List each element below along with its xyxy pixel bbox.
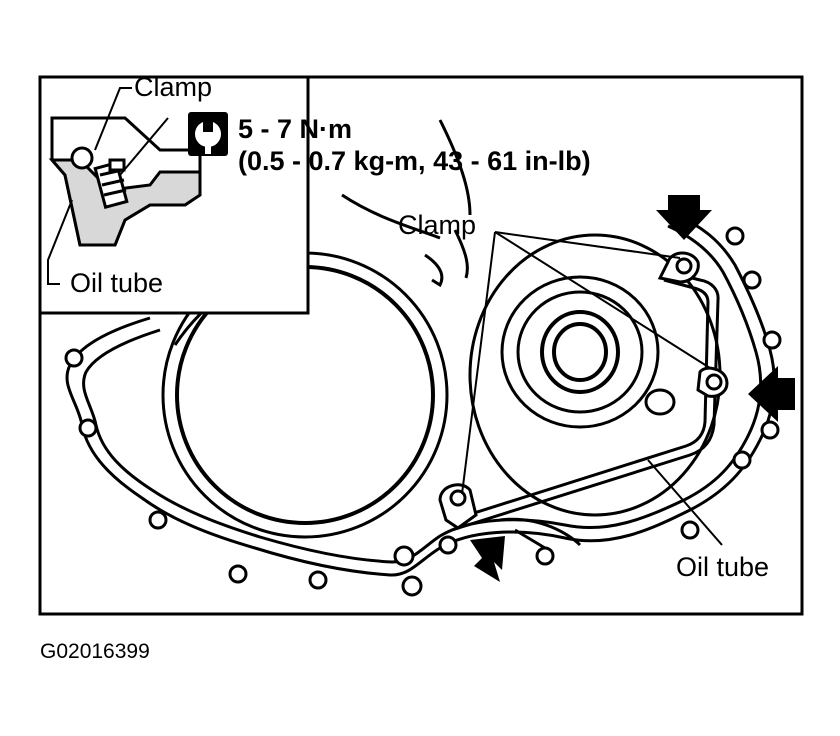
- arrow-top-icon: [656, 195, 712, 240]
- torque-wrench-icon: [188, 112, 228, 156]
- housing-ribs: [341, 119, 582, 550]
- torque-spec-converted: (0.5 - 0.7 kg-m, 43 - 61 in-lb): [238, 146, 591, 176]
- main-oil-tube-label: Oil tube: [676, 552, 769, 582]
- main-clamp-label: Clamp: [398, 210, 476, 240]
- inset-oil-tube-label: Oil tube: [70, 268, 163, 298]
- oil-tube-leader: [647, 459, 723, 546]
- arrow-right-icon: [748, 366, 795, 422]
- torque-spec-nm: 5 - 7 N·m: [238, 114, 352, 144]
- arrow-bottom-icon: [470, 536, 505, 582]
- inset-leaders: [47, 87, 169, 285]
- inset-clamp-label: Clamp: [134, 72, 212, 102]
- figure-code: G02016399: [40, 640, 150, 663]
- clamp-leaders: [461, 231, 711, 495]
- location-arrows: [470, 195, 795, 582]
- inset-detail: [48, 116, 202, 247]
- housing-bolt-holes: [64, 197, 782, 597]
- clamps: [438, 251, 729, 530]
- right-bore: [468, 233, 722, 517]
- oil-tube: [451, 270, 720, 532]
